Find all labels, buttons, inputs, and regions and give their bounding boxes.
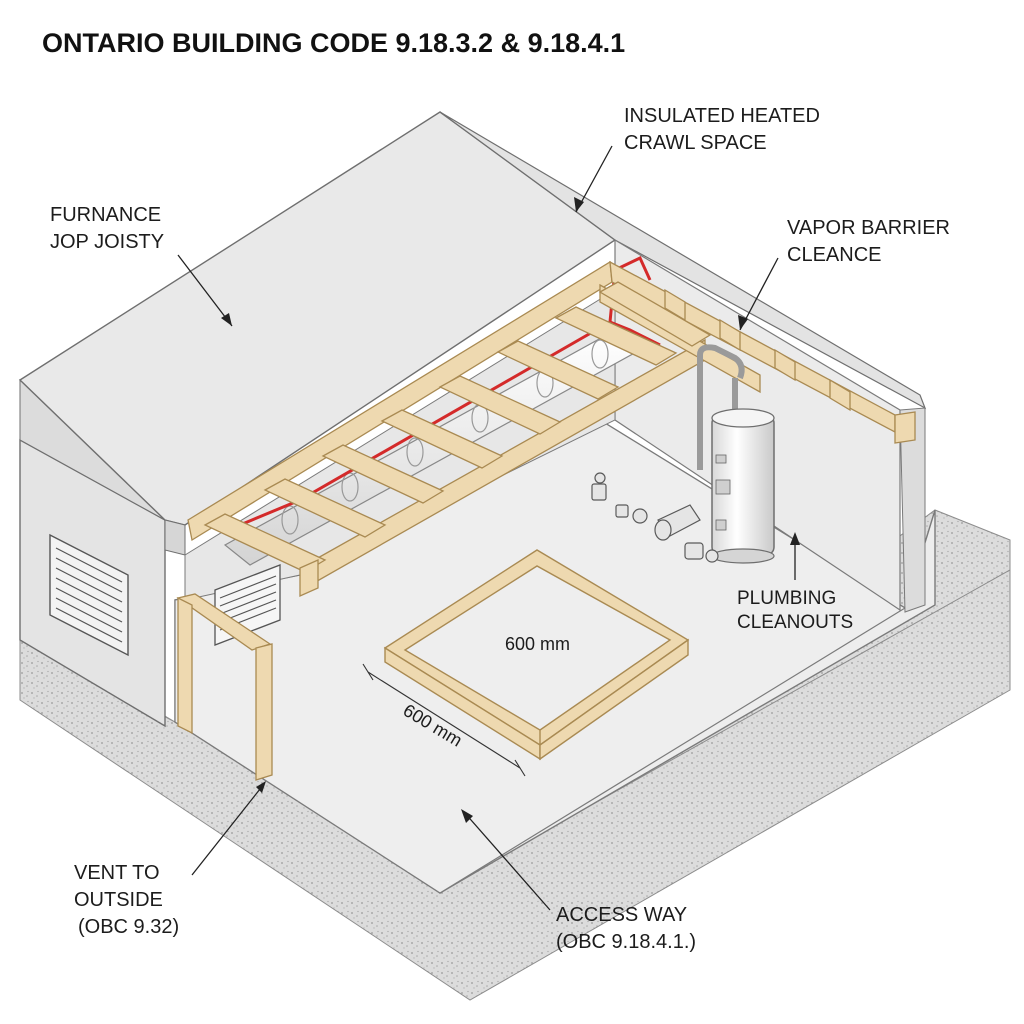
floor-slab-top <box>18 111 927 556</box>
label-insulated-crawl-space: INSULATED HEATED CRAWL SPACE <box>624 103 820 157</box>
vent-door-frame <box>176 593 273 781</box>
diagram-title: ONTARIO BUILDING CODE 9.18.3.2 & 9.18.4.… <box>42 28 626 58</box>
water-heater <box>697 344 775 564</box>
label-insulated-line-2: CRAWL SPACE <box>624 132 767 154</box>
label-access-line-1: ACCESS WAY <box>556 904 688 926</box>
label-furnace-joists: FURNANCE JOP JOISTY <box>50 202 164 256</box>
label-vent-line-2: OUTSIDE <box>74 889 163 911</box>
label-vent-to-outside: VENT TO OUTSIDE (OBC 9.32) <box>74 860 179 941</box>
dimension-label-inner: 600 mm <box>505 634 571 654</box>
label-vent-line-3: (OBC 9.32) <box>78 916 180 938</box>
label-furnace-line-1: FURNANCE <box>50 204 162 226</box>
label-plumbing-cleanouts: PLUMBING CLEANOUTS <box>737 587 853 635</box>
label-vapor-line-1: VAPOR BARRIER <box>787 217 950 239</box>
label-furnace-line-2: JOP JOISTY <box>50 231 165 253</box>
label-plumbing-line-1: PLUMBING <box>737 588 837 609</box>
label-access-line-2: (OBC 9.18.4.1.) <box>556 931 697 953</box>
label-vapor-barrier: VAPOR BARRIER CLEANCE <box>787 215 950 269</box>
plumbing-cleanouts <box>591 472 719 563</box>
louvered-vent-left <box>49 533 129 657</box>
floor-joist-frame <box>187 260 916 598</box>
leader-arrowheads <box>221 197 800 823</box>
label-access-way: ACCESS WAY (OBC 9.18.4.1.) <box>556 902 696 956</box>
dimension-line-side <box>362 663 526 777</box>
label-insulated-line-1: INSULATED HEATED <box>624 105 820 127</box>
label-vent-line-1: VENT TO <box>74 862 160 884</box>
label-plumbing-line-2: CLEANOUTS <box>737 612 854 633</box>
access-hatch-frame <box>383 549 690 761</box>
label-vapor-line-2: CLEANCE <box>787 244 882 266</box>
leader-arrows <box>177 145 796 911</box>
